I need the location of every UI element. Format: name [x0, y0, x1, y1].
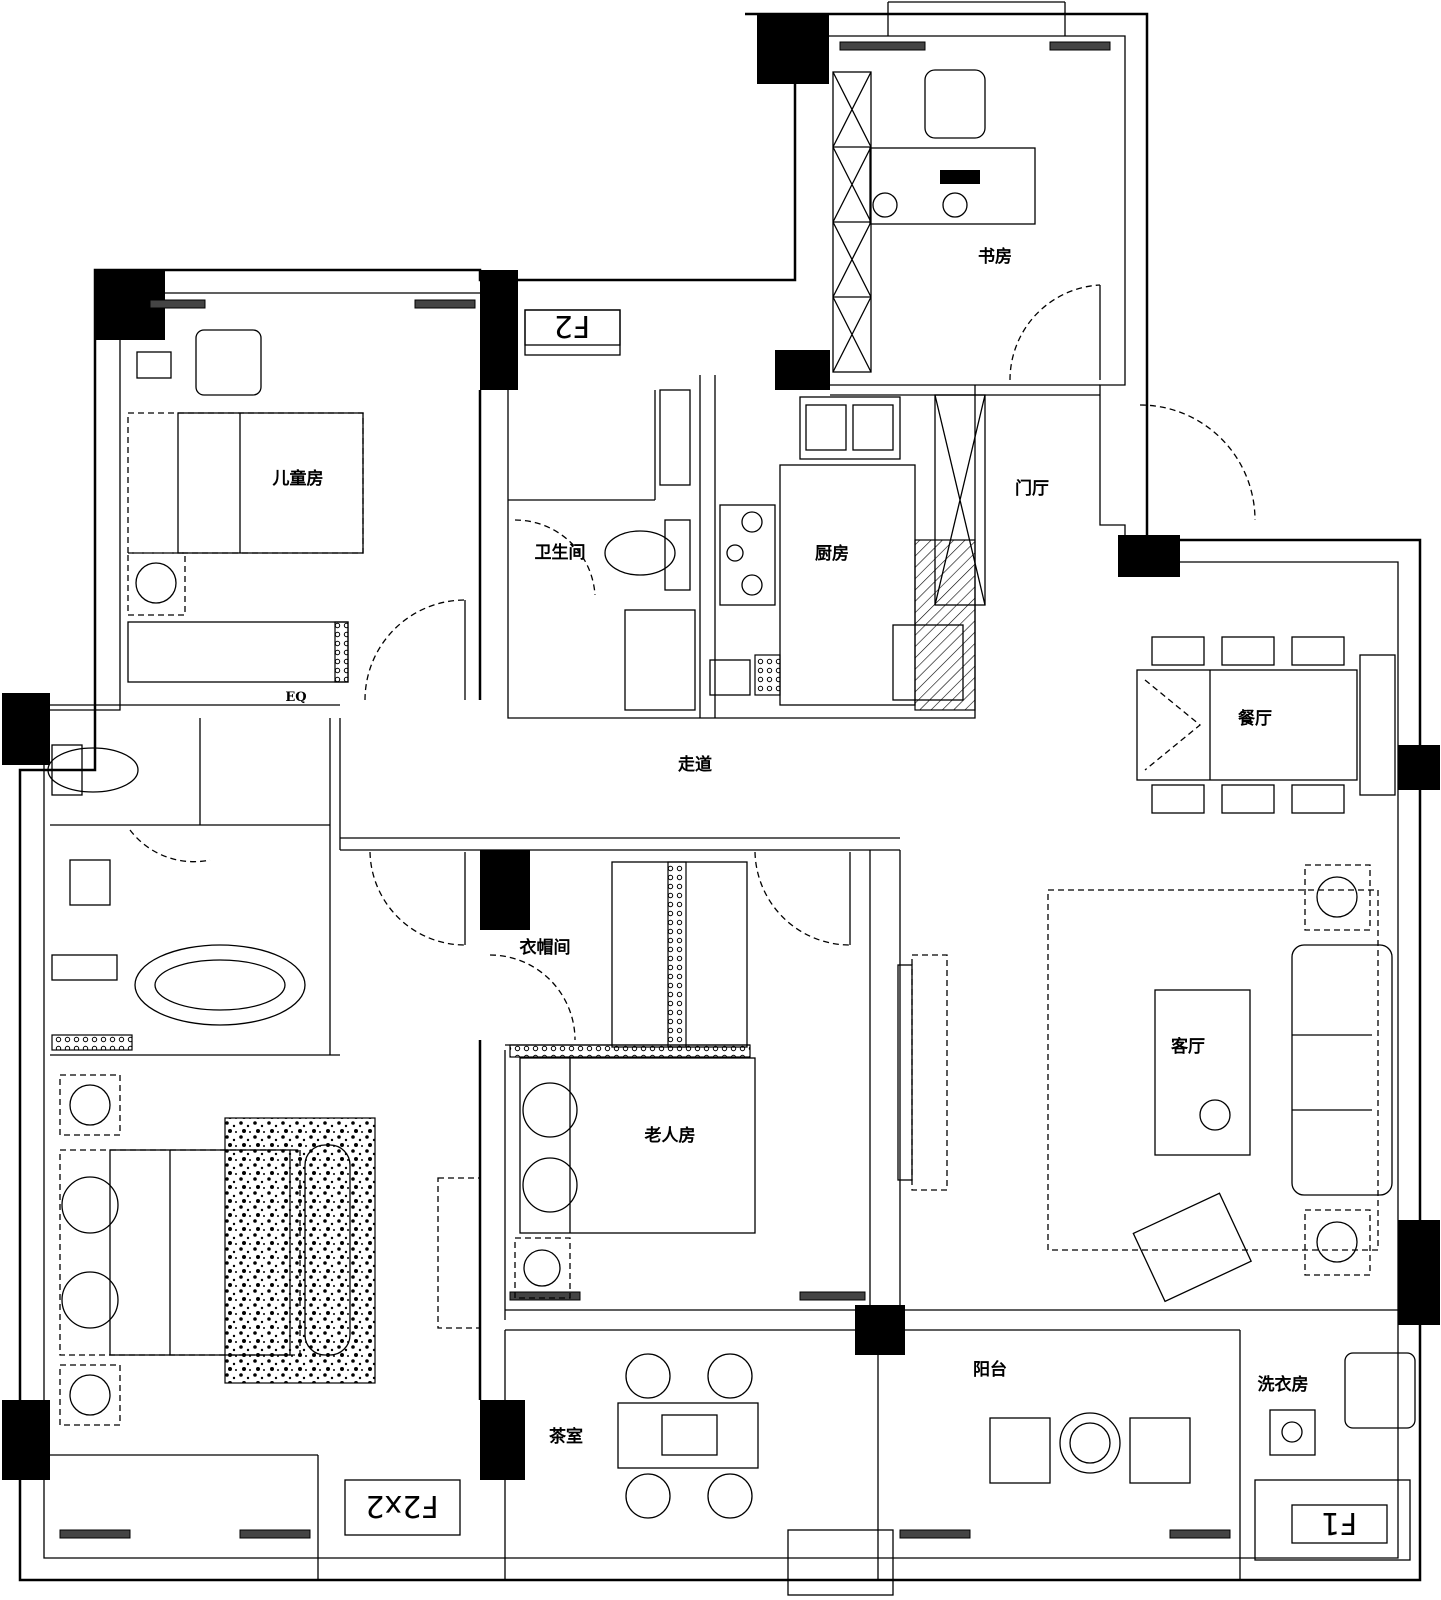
balcony-furniture [989, 1412, 1191, 1484]
tag-eq: EQ [285, 690, 306, 705]
structural-columns [2, 14, 1440, 1480]
label-bath: 卫生间 [535, 542, 586, 563]
dining-furniture [1136, 636, 1396, 814]
label-laundry: 洗衣房 [1258, 1374, 1309, 1395]
laundry-fixtures [1254, 1352, 1416, 1561]
label-elderly: 老人房 [644, 1125, 696, 1146]
stair-tags: F2 F2x2 F1 EQ [285, 308, 1388, 1544]
tag-f2x2: F2x2 [365, 1488, 438, 1523]
label-corridor: 走道 [678, 754, 712, 775]
label-balcony: 阳台 [973, 1359, 1007, 1380]
master-bath-fixtures [47, 744, 306, 1051]
room-labels: 书房 儿童房 卫生间 厨房 门厅 餐厅 走道 衣帽间 老人房 客厅 茶室 阳台 … [272, 246, 1309, 1447]
master-bedroom-furniture [59, 1074, 481, 1426]
label-living: 客厅 [1170, 1036, 1205, 1057]
tag-f1: F1 [1321, 1505, 1357, 1540]
label-foyer: 门厅 [1015, 478, 1049, 499]
tea-room-furniture [617, 1353, 894, 1596]
label-kitchen: 厨房 [815, 543, 849, 564]
label-tea: 茶室 [549, 1426, 583, 1447]
upper-bath-fixtures [524, 309, 696, 711]
study-furniture [832, 69, 1036, 373]
label-dining: 餐厅 [1238, 708, 1272, 729]
kitchen-fixtures [709, 394, 986, 711]
label-children: 儿童房 [272, 468, 324, 489]
window-vents [59, 41, 1231, 1539]
living-furniture [897, 864, 1393, 1303]
interior-walls [50, 375, 1420, 1580]
label-study: 书房 [978, 246, 1012, 267]
label-cloakroom: 衣帽间 [520, 937, 571, 958]
door-swings [129, 284, 1256, 1041]
tag-f2: F2 [554, 308, 590, 343]
cloakroom-wardrobe [509, 861, 751, 1058]
elderly-room-furniture [514, 1057, 756, 1299]
children-room-furniture [127, 329, 364, 683]
